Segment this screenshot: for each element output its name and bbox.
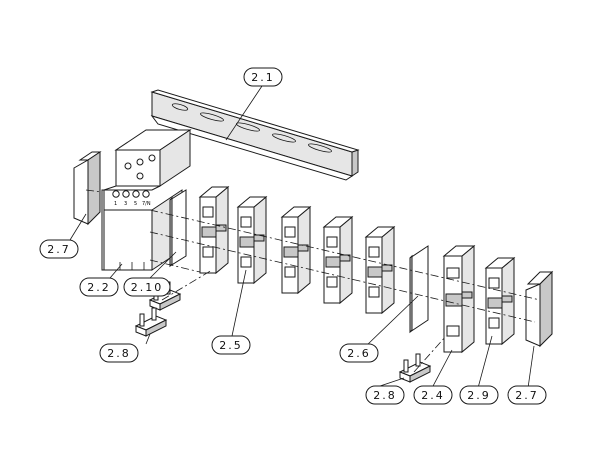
callout-label: 2.9 bbox=[467, 389, 491, 402]
callout-label: 2.2 bbox=[87, 281, 111, 294]
terminal-block-2 bbox=[236, 195, 268, 285]
callout-label: 2.8 bbox=[107, 347, 131, 360]
din-rail bbox=[150, 89, 360, 181]
callout-label: 2.7 bbox=[515, 389, 539, 402]
callout-2-2: 2.2 bbox=[79, 277, 119, 297]
callout-2-7-left: 2.7 bbox=[39, 239, 79, 259]
jumper-right bbox=[398, 353, 432, 383]
callout-2-10: 2.10 bbox=[123, 277, 171, 297]
callout-2-4: 2.4 bbox=[413, 385, 453, 405]
callout-2-8-left: 2.8 bbox=[99, 343, 139, 363]
end-cap-left bbox=[73, 151, 102, 226]
end-cap-right bbox=[525, 270, 554, 348]
terminal-label-5: 5 bbox=[134, 201, 137, 207]
terminal-block-2-4 bbox=[442, 244, 476, 354]
separator-plate-2-10 bbox=[169, 189, 187, 268]
assembly-axis-lines bbox=[85, 189, 541, 373]
callout-2-6: 2.6 bbox=[339, 343, 379, 363]
callout-2-5: 2.5 bbox=[211, 335, 251, 355]
callout-label: 2.8 bbox=[373, 389, 397, 402]
callout-label: 2.5 bbox=[219, 339, 243, 352]
device-terminals: 1 3 5 7/N bbox=[112, 190, 151, 207]
main-device: 1 3 5 7/N bbox=[101, 129, 192, 271]
callout-2-7-right: 2.7 bbox=[507, 385, 547, 405]
callout-label: 2.7 bbox=[47, 243, 71, 256]
callout-label: 2.10 bbox=[131, 281, 164, 294]
callout-label: 2.4 bbox=[421, 389, 445, 402]
callout-2-9: 2.9 bbox=[459, 385, 499, 405]
terminal-block-2-9 bbox=[484, 256, 516, 346]
leader-lines bbox=[69, 85, 535, 389]
callout-2-8-right: 2.8 bbox=[365, 385, 405, 405]
callout-2-1: 2.1 bbox=[243, 67, 283, 87]
terminal-block-4 bbox=[322, 215, 354, 305]
callout-label: 2.6 bbox=[347, 347, 371, 360]
separator-plate-2-6 bbox=[409, 245, 429, 334]
terminal-block-5 bbox=[364, 225, 396, 315]
terminal-label-3: 3 bbox=[124, 201, 127, 207]
callout-label: 2.1 bbox=[251, 71, 275, 84]
terminal-label-1: 1 bbox=[114, 201, 117, 207]
terminal-label-7n: 7/N bbox=[142, 201, 151, 207]
terminal-block-1 bbox=[198, 185, 230, 275]
terminal-block-3 bbox=[280, 205, 312, 295]
